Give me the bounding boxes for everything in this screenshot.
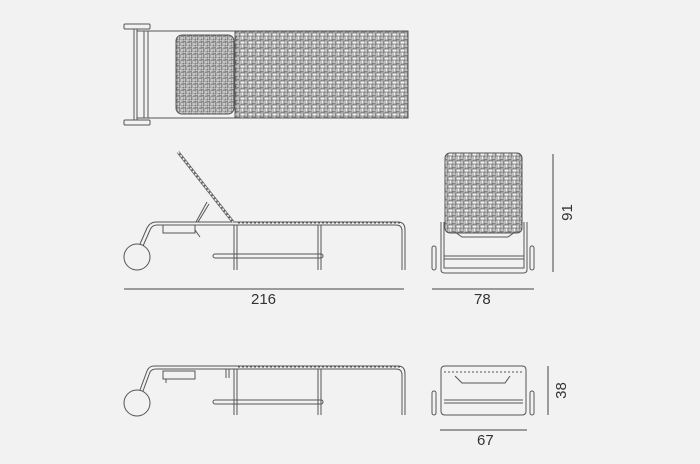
dimension-label-length: 216 [251,291,277,308]
dimension-label-width-flat: 67 [477,432,494,449]
front-view-reclined [431,152,535,274]
dimension-label-height-reclined: 91 [558,204,576,221]
front-view-flat [431,365,535,416]
side-view-flat [123,365,406,417]
top-view [123,23,409,126]
dimension-label-width: 78 [474,291,491,308]
dimension-label-height-flat: 38 [552,382,570,399]
side-view-reclined [123,151,406,271]
